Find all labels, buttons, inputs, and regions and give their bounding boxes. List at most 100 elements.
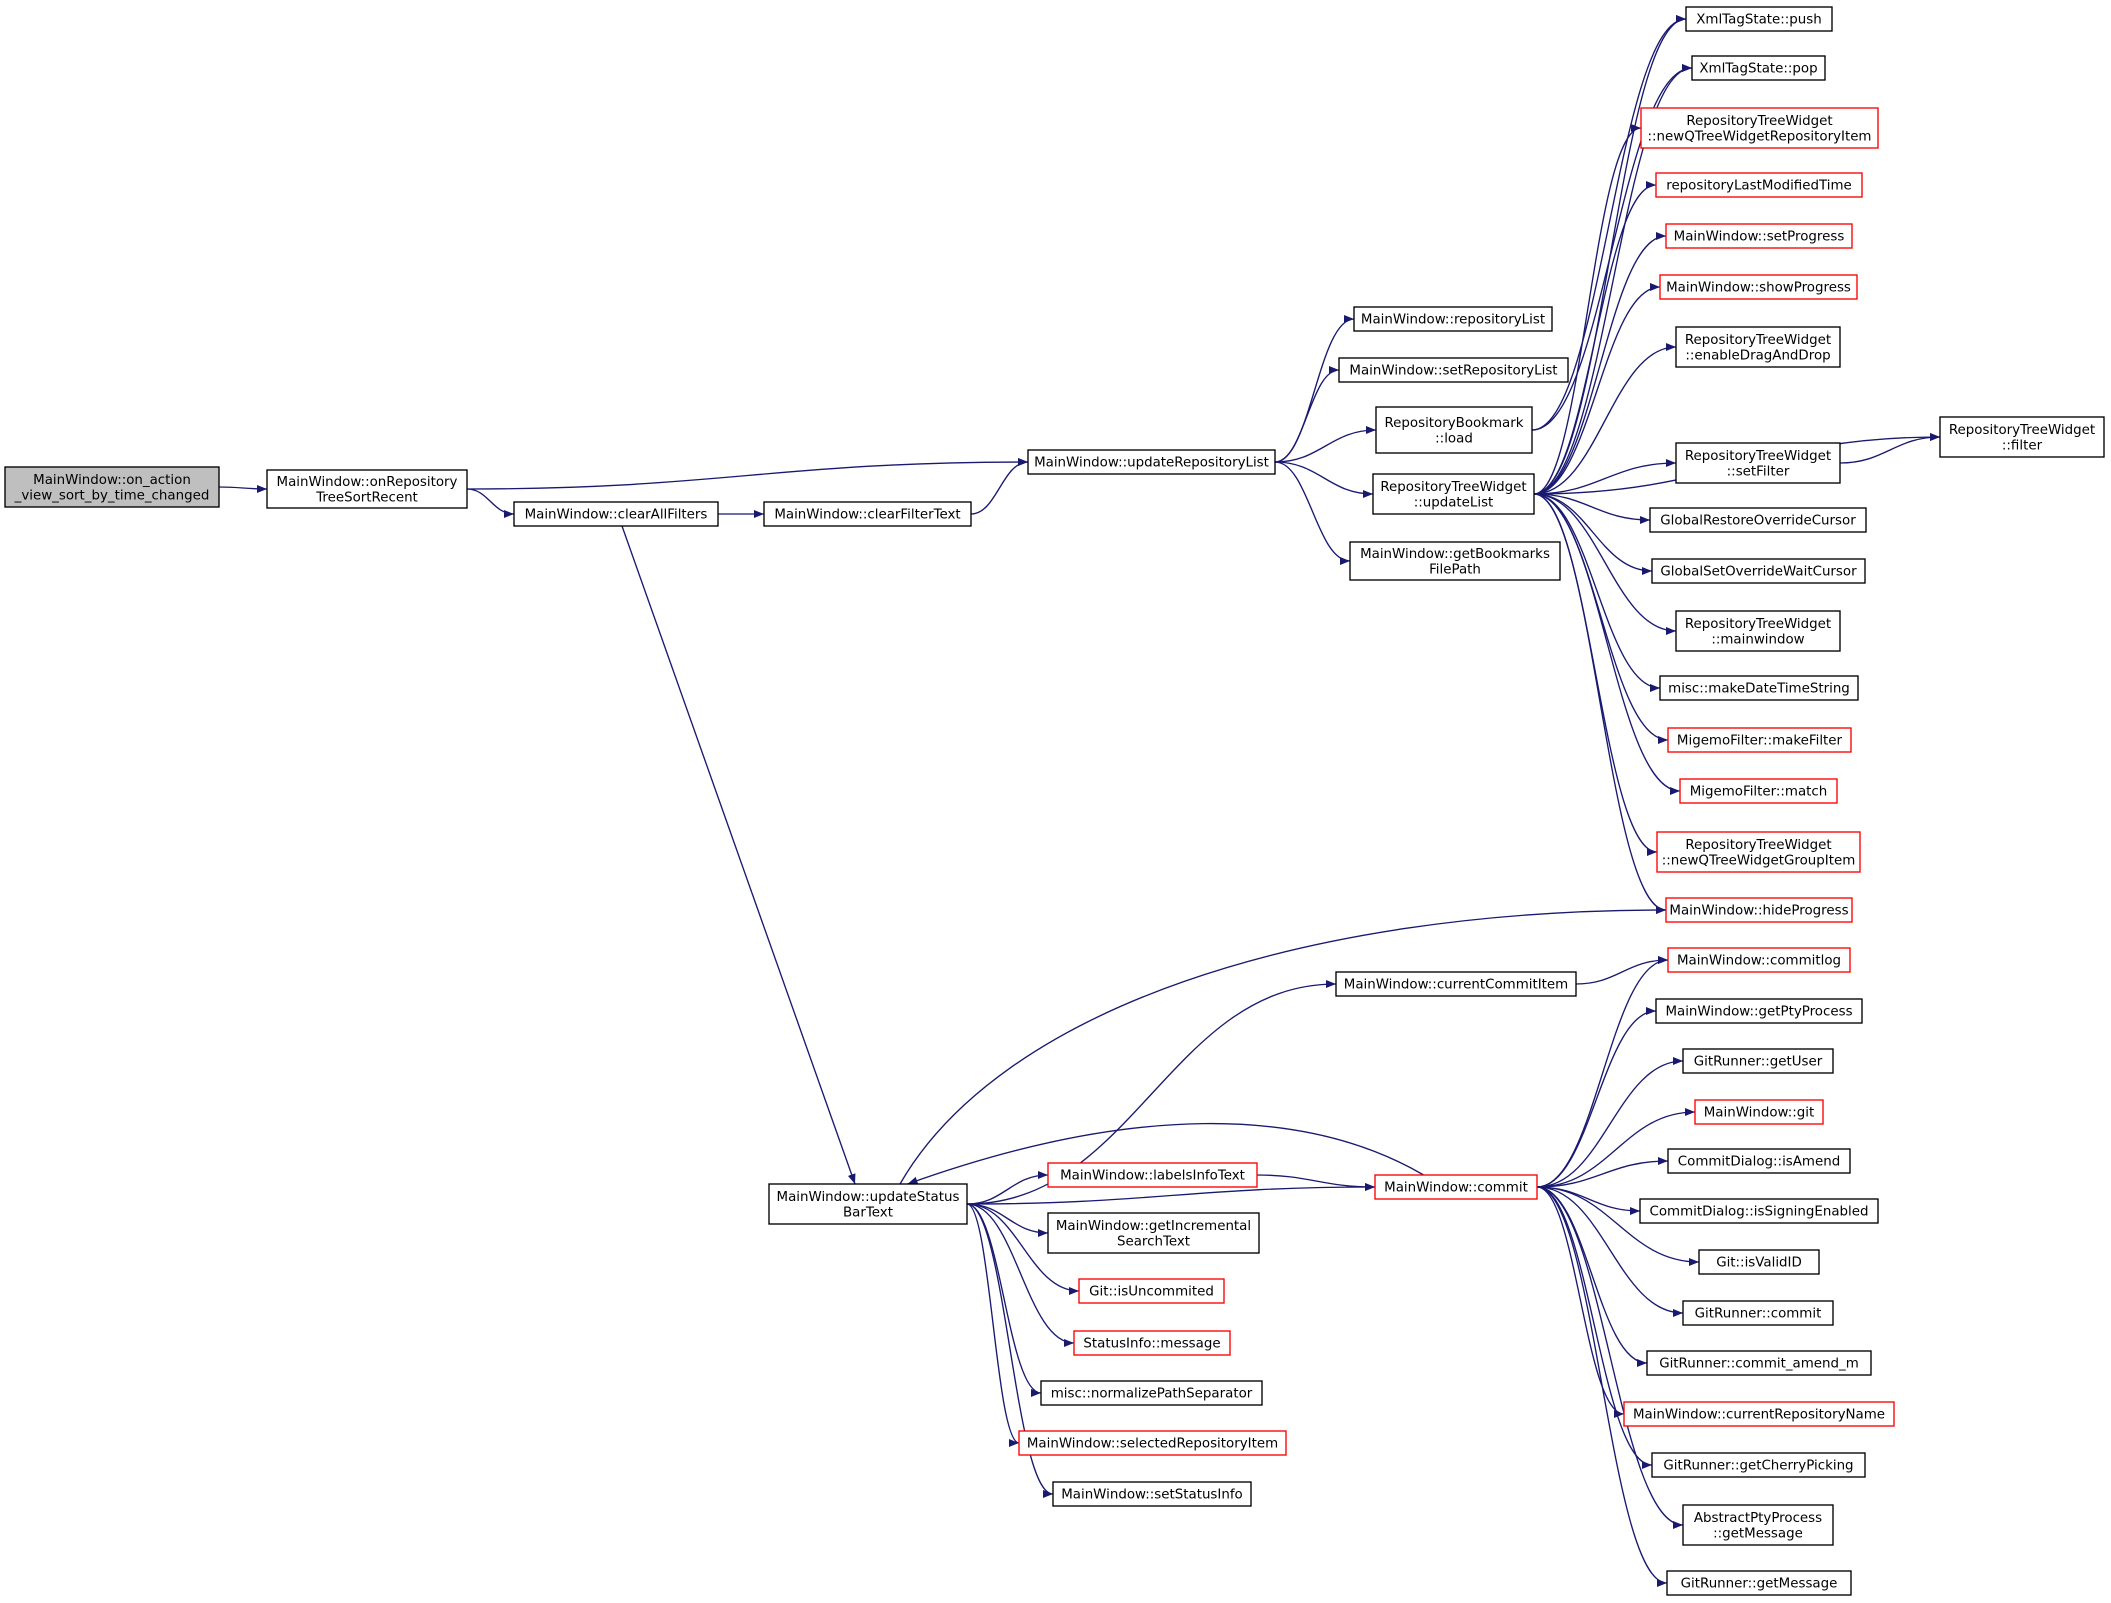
node-box [1040,1380,1263,1406]
node-repository-last-modified-time[interactable]: repositoryLastModifiedTime [1655,172,1863,198]
node-bookmark-load[interactable]: RepositoryBookmark::load [1375,406,1533,454]
edge-root-to-on-repository-tree-sort-recent [218,484,268,493]
node-box [1691,55,1826,81]
node-xml-pop[interactable]: XmlTagState::pop [1691,55,1826,81]
edge-current-commit-item-to-commitlog [1575,956,1669,985]
node-label-line: MainWindow::getBookmarks [1360,547,1550,562]
node-get-user[interactable]: GitRunner::getUser [1682,1048,1834,1074]
node-clear-filter-text[interactable]: MainWindow::clearFilterText [763,501,972,527]
edge-commit-to-git [1536,1108,1696,1188]
node-make-filter[interactable]: MigemoFilter::makeFilter [1667,727,1852,753]
edge-update-list-to-hide-progress [1533,493,1667,914]
node-label-line: MainWindow::showProgress [1666,281,1851,296]
node-label-line: CommitDialog::isSigningEnabled [1650,1205,1869,1220]
node-current-repository-name[interactable]: MainWindow::currentRepositoryName [1623,1401,1895,1427]
node-selected-repository-item[interactable]: MainWindow::selectedRepositoryItem [1018,1430,1287,1456]
node-abstract-get-message[interactable]: AbstractPtyProcess::getMessage [1682,1504,1834,1546]
node-label-line: CommitDialog::isAmend [1678,1155,1840,1170]
edge-update-list-to-match [1533,493,1681,795]
node-is-signing-enabled[interactable]: CommitDialog::isSigningEnabled [1639,1198,1879,1224]
node-update-repository-list[interactable]: MainWindow::updateRepositoryList [1027,449,1276,475]
node-clear-all-filters[interactable]: MainWindow::clearAllFilters [513,501,719,527]
node-label-line: MainWindow::on_action [33,473,191,488]
node-hide-progress[interactable]: MainWindow::hideProgress [1665,897,1853,923]
node-match[interactable]: MigemoFilter::match [1679,778,1838,804]
node-box [1665,223,1853,249]
node-box [1639,1198,1879,1224]
node-box [1694,1099,1824,1125]
node-label-line: MainWindow::repositoryList [1361,313,1545,328]
node-box [1675,442,1841,484]
node-status-message[interactable]: StatusInfo::message [1073,1330,1231,1356]
edge-commit-to-git-runner-get-message [1536,1186,1668,1587]
node-normalize-path-separator[interactable]: misc::normalizePathSeparator [1040,1380,1263,1406]
edge-on-repository-tree-sort-recent-to-clear-all-filters [466,488,515,518]
node-label-line: MainWindow::setStatusInfo [1061,1488,1243,1503]
node-commitlog[interactable]: MainWindow::commitlog [1667,947,1851,973]
node-box [1052,1481,1252,1507]
node-label-line: MainWindow::setProgress [1674,230,1845,245]
node-label-line: repositoryLastModifiedTime [1666,179,1852,194]
edge-clear-all-filters-to-update-status-bar-text [621,525,856,1185]
node-box [1675,610,1841,652]
node-new-qtree-widget-group-item[interactable]: RepositoryTreeWidget::newQTreeWidgetGrou… [1656,831,1861,873]
node-is-uncommited[interactable]: Git::isUncommited [1078,1278,1225,1304]
node-label-line: ::filter [2002,438,2043,453]
node-set-status-info[interactable]: MainWindow::setStatusInfo [1052,1481,1252,1507]
node-label-line: misc::makeDateTimeString [1668,682,1850,697]
node-label-line: XmlTagState::push [1696,13,1822,28]
node-commit-amend-m[interactable]: GitRunner::commit_amend_m [1646,1350,1872,1376]
node-label-line: MainWindow::getPtyProcess [1665,1005,1852,1020]
node-label-line: StatusInfo::message [1083,1337,1220,1352]
edge-update-status-bar-text-to-normalize-path-separator [966,1203,1042,1397]
node-global-set-wait[interactable]: GlobalSetOverrideWaitCursor [1651,558,1866,584]
edge-update-repository-list-to-repository-list [1274,315,1355,463]
node-xml-push[interactable]: XmlTagState::push [1685,6,1833,32]
node-make-date-time-string[interactable]: misc::makeDateTimeString [1659,675,1859,701]
node-root[interactable]: MainWindow::on_action_view_sort_by_time_… [4,466,220,508]
edge-update-status-bar-text-to-is-uncommited [966,1203,1080,1295]
node-label-line: MigemoFilter::makeFilter [1677,734,1843,749]
node-set-filter[interactable]: RepositoryTreeWidget::setFilter [1675,442,1841,484]
node-new-qtree-widget-repository-item[interactable]: RepositoryTreeWidget::newQTreeWidgetRepo… [1640,107,1879,149]
node-is-valid-id[interactable]: Git::isValidID [1698,1249,1820,1275]
node-global-restore[interactable]: GlobalRestoreOverrideCursor [1649,507,1867,533]
node-update-list[interactable]: RepositoryTreeWidget::updateList [1372,473,1535,515]
edge-on-repository-tree-sort-recent-to-update-repository-list [466,458,1029,490]
node-set-progress[interactable]: MainWindow::setProgress [1665,223,1853,249]
node-show-progress[interactable]: MainWindow::showProgress [1659,274,1858,300]
node-box [1047,1212,1260,1254]
node-labels-info-text[interactable]: MainWindow::labelsInfoText [1047,1162,1258,1188]
node-label-line: MainWindow::clearFilterText [774,508,960,523]
node-get-pty-process[interactable]: MainWindow::getPtyProcess [1655,998,1863,1024]
node-repository-list[interactable]: MainWindow::repositoryList [1353,306,1553,332]
node-get-cherry-picking[interactable]: GitRunner::getCherryPicking [1651,1452,1866,1478]
edge-commit-to-is-signing-enabled [1536,1186,1641,1215]
node-box [1047,1162,1258,1188]
node-label-line: GitRunner::commit_amend_m [1659,1357,1859,1372]
node-filter[interactable]: RepositoryTreeWidget::filter [1939,416,2105,458]
node-box [1667,1148,1851,1174]
node-set-repository-list[interactable]: MainWindow::setRepositoryList [1338,357,1569,383]
node-enable-drag-and-drop[interactable]: RepositoryTreeWidget::enableDragAndDrop [1675,326,1841,368]
node-label-line: MainWindow::git [1704,1106,1815,1121]
edge-set-filter-to-filter [1839,433,1941,464]
node-box [1656,831,1861,873]
node-commit[interactable]: MainWindow::commit [1374,1174,1538,1200]
node-git-runner-get-message[interactable]: GitRunner::getMessage [1666,1570,1852,1596]
node-git[interactable]: MainWindow::git [1694,1099,1824,1125]
node-git-runner-commit[interactable]: GitRunner::commit [1682,1300,1834,1326]
node-mainwindow[interactable]: RepositoryTreeWidget::mainwindow [1675,610,1841,652]
edge-commit-to-abstract-get-message [1536,1186,1684,1529]
edge-bookmark-load-to-xml-push [1531,15,1687,431]
node-box [1649,507,1867,533]
node-label-line: misc::normalizePathSeparator [1051,1387,1253,1402]
node-current-commit-item[interactable]: MainWindow::currentCommitItem [1335,971,1577,997]
node-is-amend[interactable]: CommitDialog::isAmend [1667,1148,1851,1174]
node-box [1659,675,1859,701]
node-label-line: MainWindow::onRepository [277,475,458,490]
